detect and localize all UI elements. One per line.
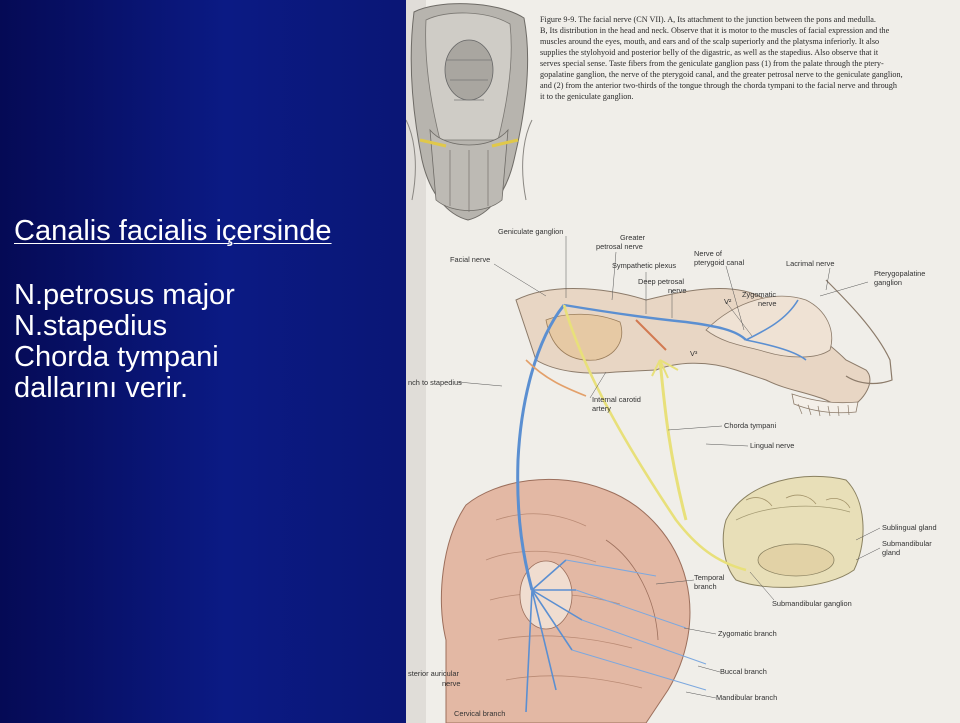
label-zygomatic-nerve-1: Zygomatic	[742, 290, 776, 299]
label-sublingual-gland: Sublingual gland	[882, 523, 937, 532]
caption-line-6: gopalatine ganglion, the nerve of the pt…	[540, 70, 903, 79]
figure-labels: Geniculate ganglion Greater petrosal ner…	[408, 227, 937, 718]
label-posterior-auricular-2: nerve	[442, 679, 461, 688]
label-chorda-tympani: Chorda tympani	[724, 421, 777, 430]
caption-line-4: supplies the stylohyoid and posterior be…	[540, 48, 879, 57]
facial-nerve-paths	[516, 299, 807, 713]
label-lacrimal-nerve: Lacrimal nerve	[786, 259, 834, 268]
label-zygomatic-nerve-2: nerve	[758, 299, 777, 308]
label-deep-petrosal-1: Deep petrosal	[638, 277, 684, 286]
label-temporal-branch-2: branch	[694, 582, 717, 591]
label-internal-carotid-1: Internal carotid	[592, 395, 641, 404]
label-to-stapedius: nch to stapedius	[408, 378, 462, 387]
body-line-3: Chorda tympani	[14, 341, 219, 373]
label-geniculate-ganglion: Geniculate ganglion	[498, 227, 563, 236]
caption-line-1: Figure 9-9. The facial nerve (CN VII). A…	[540, 15, 876, 24]
caption-line-5: serves special sense. Taste fibers from …	[540, 59, 884, 68]
label-posterior-auricular-1: sterior auricular	[408, 669, 459, 678]
label-buccal-branch: Buccal branch	[720, 667, 767, 676]
caption-line-8: it to the geniculate ganglion.	[540, 92, 633, 101]
label-lingual-nerve: Lingual nerve	[750, 441, 794, 450]
label-submandibular-gland-1: Submandibular	[882, 539, 932, 548]
caption-line-2: B, Its distribution in the head and neck…	[540, 26, 890, 35]
page-gutter	[406, 0, 426, 723]
label-sympathetic-plexus: Sympathetic plexus	[612, 261, 676, 270]
label-greater-petrosal-2: petrosal nerve	[596, 242, 643, 251]
facial-nerve-illustration: Figure 9-9. The facial nerve (CN VII). A…	[406, 0, 960, 723]
brainstem-drawing	[406, 3, 533, 221]
label-submandibular-gland-2: gland	[882, 548, 900, 557]
label-temporal-branch-1: Temporal	[694, 573, 725, 582]
anatomy-figure: Figure 9-9. The facial nerve (CN VII). A…	[406, 0, 960, 723]
label-submandibular-ganglion: Submandibular ganglion	[772, 599, 852, 608]
label-pterygopalatine-1: Pterygopalatine	[874, 269, 925, 278]
face-muscles-drawing	[440, 478, 691, 723]
label-greater-petrosal-1: Greater	[620, 233, 646, 242]
label-leader-lines	[457, 236, 881, 699]
body-line-4: dallarını verir.	[14, 372, 189, 404]
label-internal-carotid-2: artery	[592, 404, 611, 413]
slide-text-block: Canalis facialis içersinde N.petrosus ma…	[14, 216, 406, 404]
label-zygomatic-branch: Zygomatic branch	[718, 629, 777, 638]
label-nerve-pterygoid-2: pterygoid canal	[694, 258, 744, 267]
left-text-panel: Canalis facialis içersinde N.petrosus ma…	[0, 0, 410, 723]
tongue-drawing	[722, 475, 864, 588]
caption-line-7: and (2) from the anterior two-thirds of …	[540, 81, 897, 90]
label-v3: V³	[690, 349, 698, 358]
slide-title: Canalis facialis içersinde	[14, 215, 332, 247]
label-v2: V²	[724, 297, 732, 306]
label-nerve-pterygoid-1: Nerve of	[694, 249, 723, 258]
caption-line-3: muscles around the eyes, mouth, and ears…	[540, 37, 879, 46]
label-deep-petrosal-2: nerve	[668, 286, 687, 295]
figure-caption: Figure 9-9. The facial nerve (CN VII). A…	[540, 15, 903, 101]
label-mandibular-branch: Mandibular branch	[716, 693, 777, 702]
label-facial-nerve: Facial nerve	[450, 255, 490, 264]
label-pterygopalatine-2: ganglion	[874, 278, 902, 287]
body-line-1: N.petrosus major	[14, 279, 235, 311]
body-line-2: N.stapedius	[14, 310, 168, 342]
label-cervical-branch: Cervical branch	[454, 709, 505, 718]
